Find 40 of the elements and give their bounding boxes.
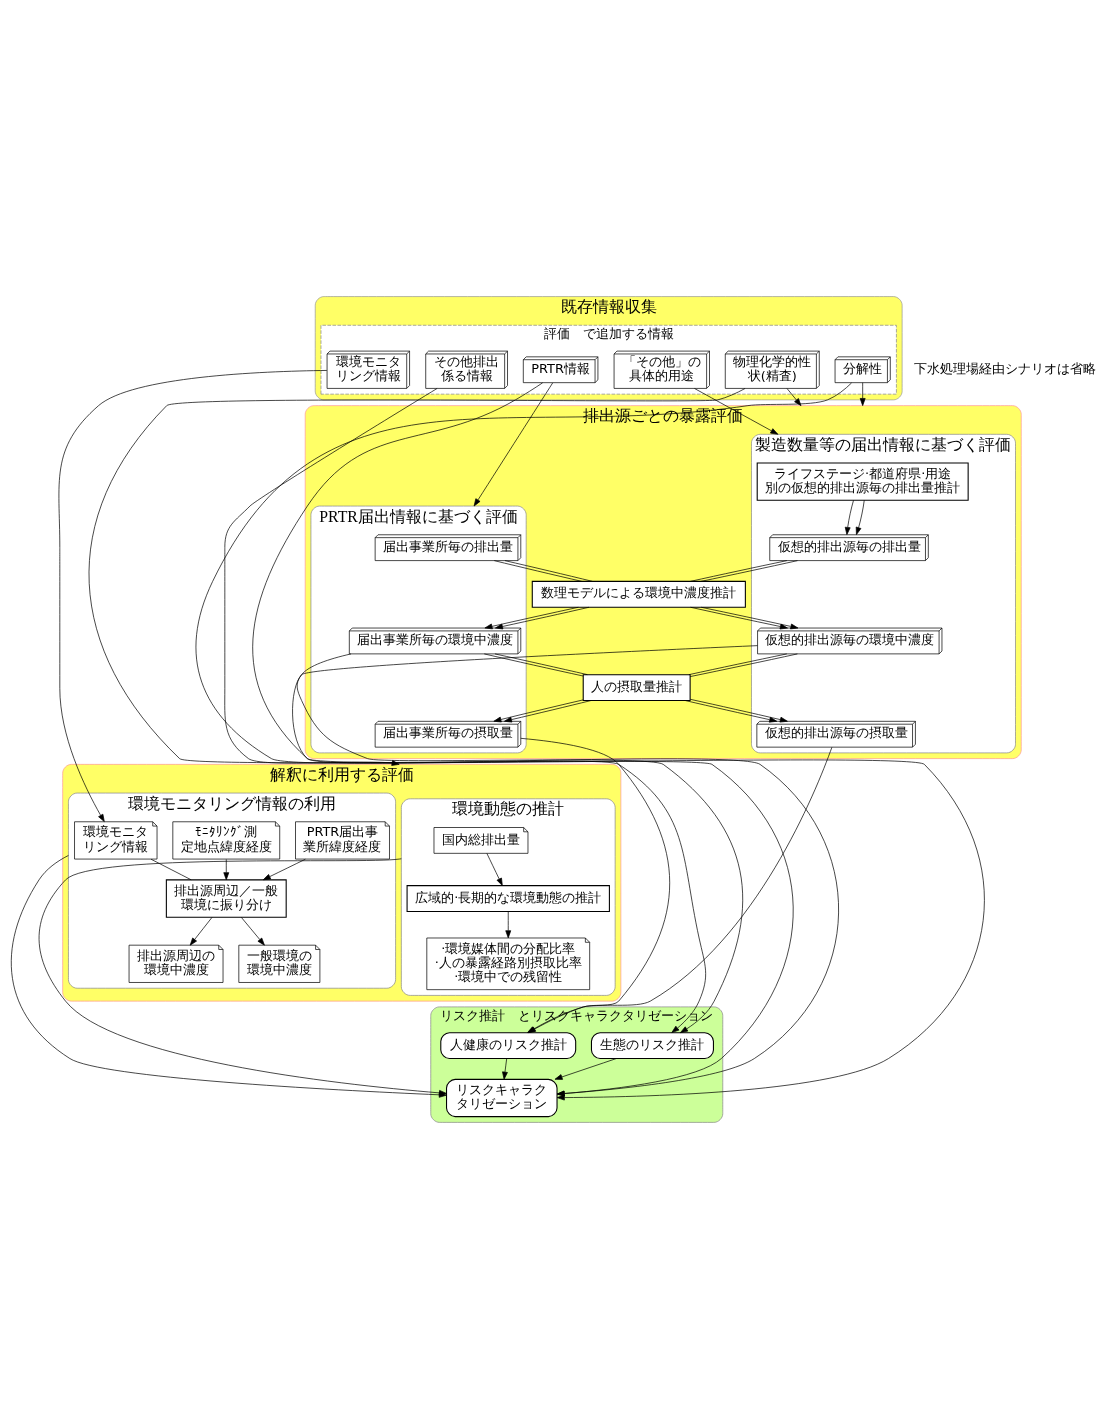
arrow	[694, 388, 779, 435]
node-box: 排出源周辺／一般環境に振り分け	[165, 879, 287, 918]
arrow	[844, 500, 854, 535]
connector	[690, 560, 788, 582]
node-box: 人健康のリスク推計	[440, 1032, 577, 1060]
arrow	[252, 382, 985, 1101]
arrow	[690, 606, 788, 630]
arrow	[786, 388, 802, 406]
arrow	[700, 606, 799, 630]
arrow	[505, 911, 512, 939]
node-box: 生態のリスク推計	[590, 1032, 714, 1060]
arrow	[189, 917, 213, 946]
arrow	[473, 382, 554, 507]
label: 下水処理場経由シナリオは省略	[914, 360, 1097, 376]
arrow	[859, 382, 866, 406]
arrow	[484, 606, 579, 630]
arrow	[223, 859, 230, 881]
connector	[483, 653, 584, 677]
node-box: 数理モデルによる環境中濃度推計	[531, 580, 746, 608]
node-box: ライフステージ·都道府県·用途別の仮想的排出源毎の排出量推計	[756, 462, 969, 501]
arrow	[495, 606, 590, 630]
connector	[700, 560, 798, 582]
arrow	[241, 917, 265, 946]
arrow	[690, 698, 788, 723]
arrow	[504, 700, 592, 723]
arrow	[58, 370, 328, 822]
arrow	[502, 1058, 508, 1080]
arrow	[855, 500, 865, 535]
connector	[504, 560, 593, 582]
arrow	[684, 700, 778, 723]
node-box: 広域的·長期的な環境動態の推計	[406, 885, 610, 912]
connector	[493, 560, 583, 582]
connector	[494, 653, 588, 675]
arrow	[486, 853, 503, 886]
node-box: 人の摂取量推計	[582, 674, 691, 702]
arrow	[554, 1058, 617, 1080]
connector	[150, 858, 192, 881]
node-box: リスクキャラクタリゼーション	[446, 1078, 558, 1118]
arrow	[262, 858, 306, 881]
arrow	[493, 699, 584, 723]
